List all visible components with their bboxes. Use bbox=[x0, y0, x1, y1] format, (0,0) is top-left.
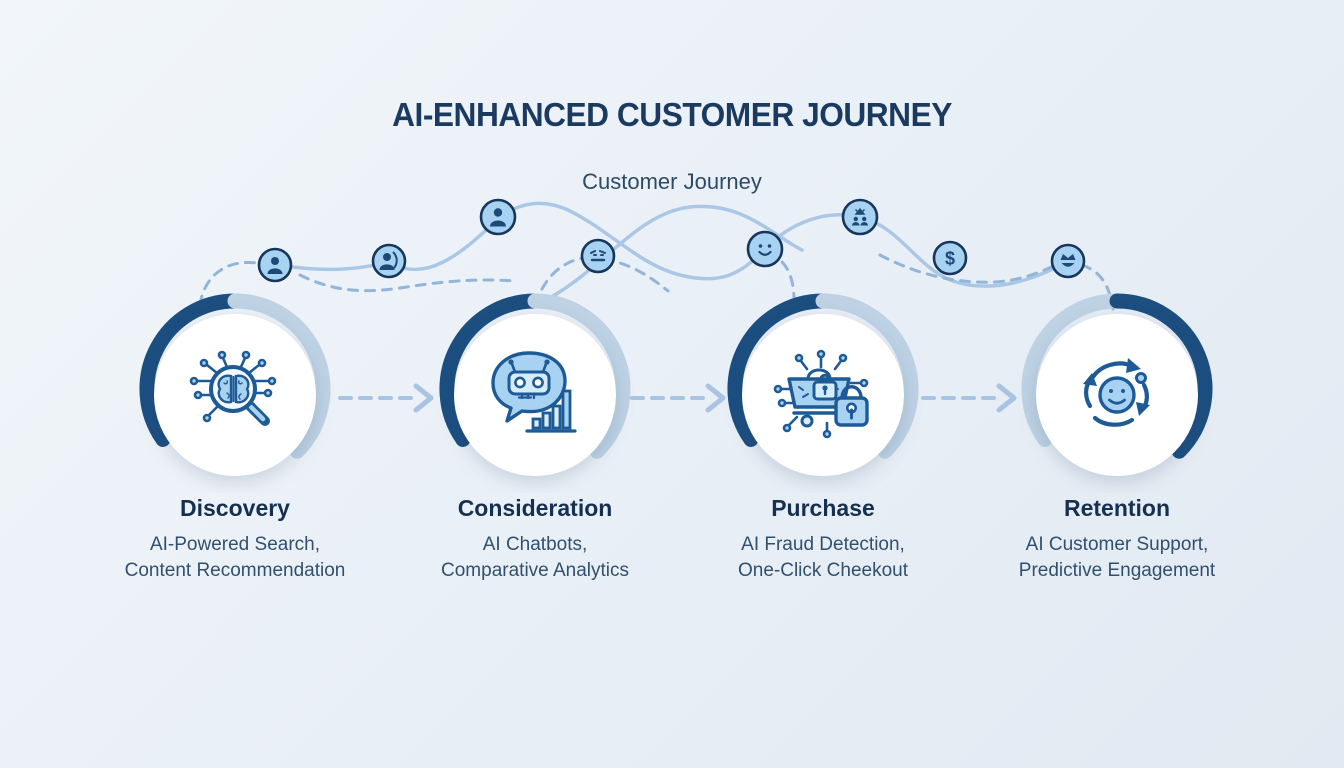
person-icon bbox=[479, 198, 517, 236]
person-search-icon bbox=[371, 243, 407, 279]
customer-group-icon bbox=[841, 198, 879, 236]
stage-ring-retention bbox=[1021, 293, 1213, 476]
journey-subtitle: Customer Journey bbox=[582, 169, 762, 194]
stage-title: Purchase bbox=[771, 495, 875, 521]
stage-purchase: Purchase AI Fraud Detection, One-Click C… bbox=[673, 293, 973, 583]
stage-discovery: Discovery AI-Powered Search, Content Rec… bbox=[85, 293, 385, 583]
happy-face-icon bbox=[746, 230, 784, 268]
stage-title: Retention bbox=[1063, 495, 1171, 521]
stage-description: AI Customer Support, Predictive Engageme… bbox=[1018, 534, 1216, 581]
flow-arrow-2 bbox=[630, 383, 726, 413]
comparison-face-icon bbox=[580, 238, 616, 274]
stage-title: Discovery bbox=[180, 495, 290, 521]
page-title: AI-ENHANCED CUSTOMER JOURNEY bbox=[392, 96, 952, 133]
svg-text:$: $ bbox=[945, 249, 955, 269]
loyalty-loop-icon bbox=[1083, 358, 1150, 427]
stage-description: AI Chatbots, Comparative Analytics bbox=[441, 534, 629, 581]
stage-retention: Retention AI Customer Support, Predictiv… bbox=[967, 293, 1267, 583]
flow-arrow-1 bbox=[338, 383, 434, 413]
chatbot-analytics-icon bbox=[491, 351, 577, 433]
loyalty-crown-icon bbox=[1050, 243, 1086, 279]
stage-consideration: Consideration AI Chatbots, Comparative A… bbox=[385, 293, 685, 583]
person-icon bbox=[257, 247, 293, 283]
stage-title: Consideration bbox=[457, 495, 613, 521]
journey-line bbox=[275, 201, 1070, 288]
stage-ring-consideration bbox=[439, 293, 631, 476]
secure-cart-icon bbox=[773, 349, 869, 439]
stage-description: AI Fraud Detection, One-Click Cheekout bbox=[737, 534, 909, 581]
stage-ring-discovery bbox=[139, 293, 331, 476]
dollar-icon: $ bbox=[932, 240, 968, 276]
ai-search-brain-icon bbox=[189, 350, 277, 426]
stage-ring-purchase bbox=[727, 293, 919, 476]
flow-arrow-3 bbox=[921, 383, 1017, 413]
stage-description: AI-Powered Search, Content Recommendatio… bbox=[124, 534, 346, 581]
